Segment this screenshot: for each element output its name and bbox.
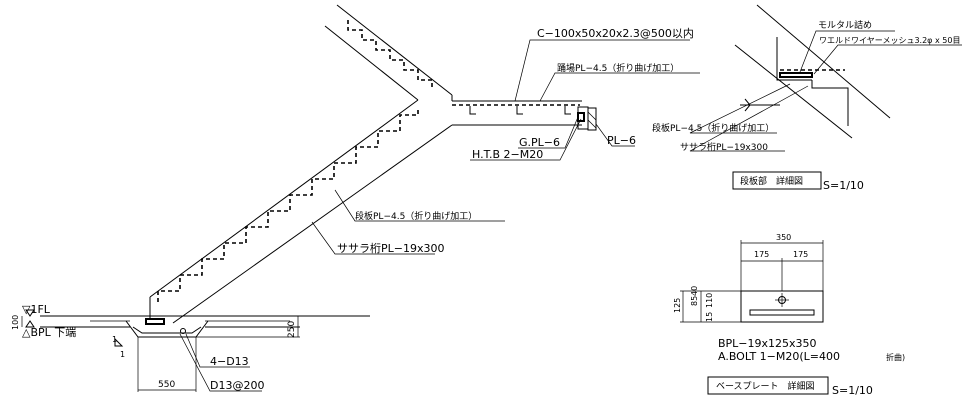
leader-rebar1	[185, 333, 250, 368]
label-fl: ▽1FL	[22, 303, 51, 316]
leader-stringer	[311, 221, 435, 255]
label-tread-plate: 段板PL−4.5（折り曲げ加工）	[355, 210, 477, 222]
channel-3	[564, 106, 571, 115]
lower-flight-edge-upper	[149, 99, 419, 298]
leader-stringer-detail	[689, 85, 809, 152]
leader-landing-plate	[539, 72, 700, 102]
label-dim-175-left: 175	[754, 250, 769, 259]
tread-step	[776, 37, 812, 81]
tread-detail-title: 段板部 詳細図	[740, 175, 803, 187]
channel-2	[516, 106, 523, 115]
upper-flight-edge-inner	[324, 25, 419, 101]
label-pl6: PL−6	[607, 134, 636, 147]
base-plate-slot	[749, 309, 815, 316]
tread-stringer-top	[756, 4, 891, 119]
leader-mortar	[799, 30, 895, 73]
base-plate-detail: 350 175 175 125 85 40 110 15 BPL−19x125x…	[673, 233, 905, 397]
pl6-hatch-1	[587, 111, 597, 121]
tread-detail-scale: S=1/10	[823, 179, 864, 192]
label-bpl: △BPL 下端	[22, 326, 76, 339]
label-wire-mesh: ワエルドワイヤーメッシュ3.2φ x 50目	[819, 36, 960, 45]
tread-plate-main	[779, 72, 813, 78]
label-dim-15: 15	[705, 312, 714, 322]
label-tread-detail: 段板PL−4.5（折り曲げ加工）	[652, 122, 774, 134]
label-dim-100: 100	[11, 315, 20, 330]
leader-rebar2	[179, 333, 262, 392]
upper-flight-edge-outer	[336, 4, 453, 96]
label-landing-plate: 踊場PL−4.5（折り曲げ加工）	[557, 62, 679, 74]
channel-1	[469, 106, 476, 115]
leader-htb	[470, 118, 582, 161]
leader-tread	[334, 189, 505, 222]
footing-pit-inner	[132, 326, 202, 334]
base-plate-title-box	[707, 376, 829, 395]
label-dim-85: 85	[690, 296, 699, 306]
base-plate-section	[145, 318, 165, 325]
label-anchor-spec: A.BOLT 1−M20(L=400	[718, 350, 840, 363]
label-htb: H.T.B 2−M20	[472, 148, 543, 161]
tread-stringer-bottom	[734, 44, 853, 139]
slope-triangle	[114, 337, 124, 347]
leader-tread-detail	[689, 83, 791, 134]
label-slope-base: 1	[120, 350, 125, 359]
leader-mesh	[813, 44, 962, 75]
label-stringer: ササラ桁PL−19x300	[337, 241, 444, 255]
tread-detail-title-box	[732, 171, 822, 190]
label-anchor-note: 折曲)	[886, 352, 905, 362]
label-dim-110: 110	[705, 293, 714, 308]
level-marker-fl	[25, 309, 35, 317]
label-stringer-detail: ササラ桁PL−19x300	[680, 141, 768, 153]
rebar-dot	[180, 328, 186, 334]
label-dim-350: 350	[776, 233, 791, 242]
level-marker-bpl	[25, 320, 35, 328]
footing-pit	[125, 320, 209, 338]
stair-section: C−100x50x20x2.3@500以内 踊場PL−4.5（折り曲げ加工） G…	[11, 4, 700, 392]
label-mortar: モルタル詰め	[818, 19, 872, 31]
label-rebar2: D13@200	[210, 379, 264, 392]
tread-step-2	[811, 80, 849, 126]
pl6-hatch-2	[587, 119, 597, 129]
lower-flight-edge-lower	[172, 124, 453, 324]
label-rebar1: 4−D13	[210, 355, 249, 368]
label-slope: 1	[112, 335, 117, 344]
label-dim-550: 550	[158, 380, 175, 390]
gusset-plate	[577, 112, 585, 122]
label-dim-40: 40	[690, 286, 699, 296]
label-bpl-spec: BPL−19x125x350	[718, 337, 817, 350]
base-plate-scale: S=1/10	[832, 384, 873, 397]
lower-flight-treads	[157, 108, 419, 302]
upper-flight-treads	[347, 20, 433, 90]
label-dim-250: 250	[287, 321, 297, 338]
tread-detail: モルタル詰め ワエルドワイヤーメッシュ3.2φ x 50目 段板PL−4.5（折…	[652, 4, 962, 192]
label-channel: C−100x50x20x2.3@500以内	[537, 26, 694, 40]
leader-pl6	[595, 123, 635, 147]
label-gusset: G.PL−6	[519, 136, 560, 149]
label-dim-125: 125	[673, 298, 682, 313]
pl6-plate	[587, 107, 597, 131]
leader-channel	[514, 39, 690, 102]
label-dim-175-right: 175	[793, 250, 808, 259]
base-plate-title: ベースプレート 詳細図	[716, 380, 815, 392]
leader-gusset	[518, 116, 579, 149]
